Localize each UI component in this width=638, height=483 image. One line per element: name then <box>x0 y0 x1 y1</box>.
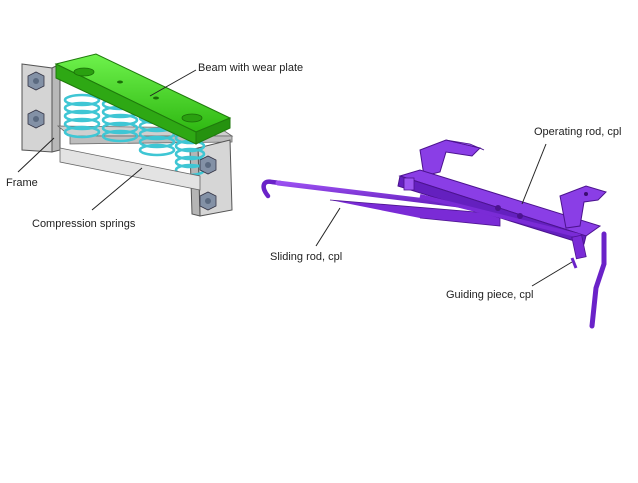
label-sliding-rod: Sliding rod, cpl <box>270 251 343 263</box>
label-beam: Beam with wear plate <box>198 62 304 74</box>
right-bracket <box>559 185 607 229</box>
spring-assembly <box>17 53 234 217</box>
beam-with-wear-plate <box>54 53 232 145</box>
label-guiding-piece: Guiding piece, cpl <box>446 289 534 301</box>
coupling-mechanism <box>261 139 607 329</box>
bolt-icon <box>27 71 45 129</box>
spring-1 <box>63 93 101 139</box>
base-plate <box>59 147 201 191</box>
leader-lines-right <box>315 143 573 287</box>
leader-lines-left <box>17 69 197 211</box>
label-frame: Frame <box>6 177 38 189</box>
operating-rod <box>397 169 602 245</box>
bolt-icon <box>199 155 217 211</box>
upper-bracket <box>419 139 485 177</box>
guiding-piece <box>570 231 607 329</box>
label-compression-springs: Compression springs <box>32 218 136 230</box>
label-operating-rod: Operating rod, cpl <box>534 126 622 138</box>
